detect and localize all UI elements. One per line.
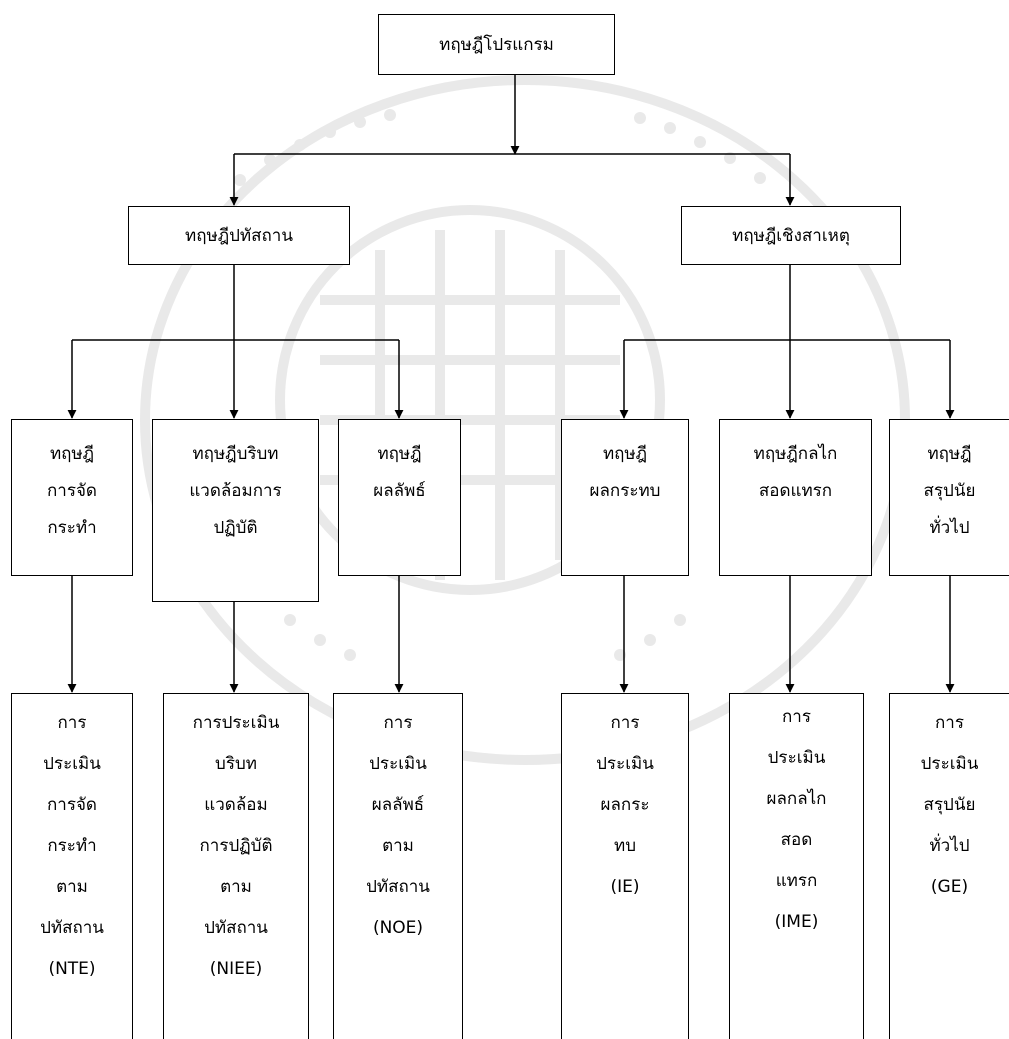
node-generalization-theory: ทฤษฎี สรุปนัย ทั่วไป <box>889 419 1009 576</box>
node-label: การ ประเมิน สรุปนัย ทั่วไป (GE) <box>920 713 979 897</box>
node-label: ทฤษฎีปทัสถาน <box>185 225 293 246</box>
node-label: ทฤษฎี ผลลัพธ์ <box>373 444 426 501</box>
node-ge: การ ประเมิน สรุปนัย ทั่วไป (GE) <box>889 693 1009 1039</box>
node-causative-theory: ทฤษฎีเชิงสาเหตุ <box>681 206 901 265</box>
node-normative-theory: ทฤษฎีปทัสถาน <box>128 206 350 265</box>
node-label: การ ประเมิน การจัด กระทำ ตาม ปทัสถาน (NT… <box>40 713 104 979</box>
node-label: ทฤษฎีโปรแกรม <box>439 34 554 55</box>
node-implementation-environment-theory: ทฤษฎีบริบท แวดล้อมการ ปฏิบัติ <box>152 419 319 602</box>
node-label: ทฤษฎีบริบท แวดล้อมการ ปฏิบัติ <box>189 444 282 538</box>
node-nte: การ ประเมิน การจัด กระทำ ตาม ปทัสถาน (NT… <box>11 693 133 1039</box>
node-label: ทฤษฎี สรุปนัย ทั่วไป <box>923 444 976 538</box>
node-ime: การ ประเมิน ผลกลไก สอด แทรก (IME) <box>729 693 864 1039</box>
node-label: ทฤษฎี การจัด กระทำ <box>47 444 97 538</box>
node-treatment-theory: ทฤษฎี การจัด กระทำ <box>11 419 133 576</box>
node-label: ทฤษฎีกลไก สอดแทรก <box>753 444 838 501</box>
node-label: การ ประเมิน ผลลัพธ์ ตาม ปทัสถาน (NOE) <box>366 713 430 938</box>
node-label: การประเมิน บริบท แวดล้อม การปฏิบัติ ตาม … <box>192 713 280 979</box>
node-noe: การ ประเมิน ผลลัพธ์ ตาม ปทัสถาน (NOE) <box>333 693 463 1039</box>
node-niee: การประเมิน บริบท แวดล้อม การปฏิบัติ ตาม … <box>163 693 309 1039</box>
node-label: การ ประเมิน ผลกระ ทบ (IE) <box>596 713 654 897</box>
node-ie: การ ประเมิน ผลกระ ทบ (IE) <box>561 693 689 1039</box>
node-label: ทฤษฎีเชิงสาเหตุ <box>732 225 850 246</box>
node-label: ทฤษฎี ผลกระทบ <box>589 444 661 501</box>
node-program-theory: ทฤษฎีโปรแกรม <box>378 14 615 75</box>
node-impact-theory: ทฤษฎี ผลกระทบ <box>561 419 689 576</box>
node-intervening-mechanism-theory: ทฤษฎีกลไก สอดแทรก <box>719 419 872 576</box>
node-label: การ ประเมิน ผลกลไก สอด แทรก (IME) <box>766 707 827 932</box>
node-outcome-theory: ทฤษฎี ผลลัพธ์ <box>338 419 461 576</box>
